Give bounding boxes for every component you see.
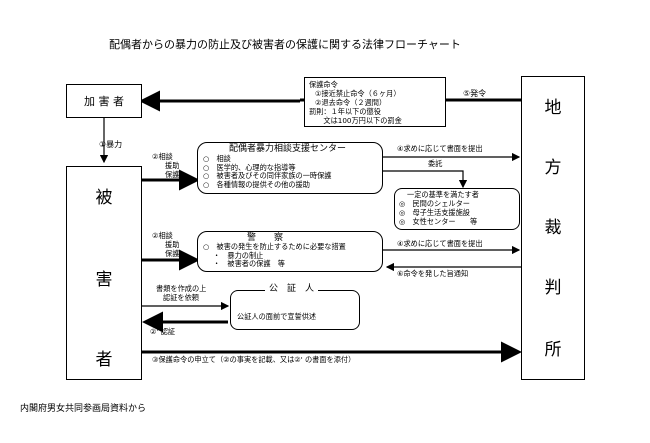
shelter-item-text: 民間のシェルター [412, 199, 470, 208]
shelter-box: 一定の基準を満たす者 ◎ 民間のシェルター ◎ 母子生活支援施設 ◎ 女性センタ… [394, 188, 520, 230]
entrust-arrow [383, 170, 468, 189]
protection-order-line: 罰則：１年以下の懲役 [309, 107, 381, 116]
police-consult-label: ②相談 [152, 231, 173, 240]
shelter-item-text: 女性センター 等 [412, 217, 478, 226]
support-center-item: ○ 医学的、心理的な指導等 [203, 162, 296, 172]
court-char: 裁 [544, 218, 562, 238]
notary-cert-label: ②' 認証 [150, 327, 176, 336]
protection-order-line: ①接近禁止命令（６ヶ月） [315, 89, 401, 98]
victim-char: 被 [95, 188, 113, 208]
victim-char: 者 [95, 350, 113, 370]
protection-order-line: 文は100万円以下の罰金 [309, 116, 402, 125]
police-item: ・ 暴力の制止 [213, 250, 264, 260]
shelter-item-text: 母子生活支援施設 [412, 208, 470, 217]
support-center-item: ○ 被害者及びその同伴家族の一時保護 [203, 171, 332, 180]
shelter-item: ◎ 母子生活支援施設 [399, 208, 470, 217]
support-center-item-text: 医学的、心理的な指導等 [216, 162, 296, 172]
protection-order-line: ②退去命令（２週間） [315, 98, 387, 107]
court-char: 方 [544, 158, 562, 178]
perpetrator-label: 加 害 者 [84, 95, 124, 108]
court-box: 地 方 裁 判 所 [521, 76, 585, 380]
petition-label: ③保護命令の申立て（②の事実を記載、又は②' の書面を添付） [152, 355, 356, 364]
support-center-item-text: 被害者及びその同伴家族の一時保護 [216, 171, 332, 180]
support-center-item: ○ 相談 [203, 154, 231, 163]
notary-request-label-1: 書類を作成の上 [156, 284, 207, 293]
center-assist-label: 援助 [165, 161, 180, 170]
support-center-item: ○ 各種情報の提供その他の援助 [203, 179, 310, 189]
court-char: 判 [544, 278, 562, 298]
notary-box: 公 証 人 公証人の面前で宣誓供述 [230, 284, 360, 330]
protection-order-box: 保護命令 ①接近禁止命令（６ヶ月） ②退去命令（２週間） 罰則：１年以下の懲役 … [304, 77, 446, 127]
issue-order-label: ⑤発令 [463, 89, 487, 99]
court-char: 地 [544, 98, 562, 118]
center-consult-label: ②相談 [152, 152, 173, 161]
center-protect-label: 保護 [165, 170, 180, 179]
perpetrator-box: 加 害 者 [66, 84, 142, 118]
notary-title: 公 証 人 [265, 284, 319, 295]
police-title: 警 察 [247, 233, 284, 243]
center-request-label: ④求めに応じて書面を提出 [397, 144, 483, 153]
shelter-item: ◎ 民間のシェルター [399, 199, 470, 208]
police-item: ○ 被害の発生を防止するために必要な措置 [203, 242, 346, 251]
police-item-text: 被害の発生を防止するために必要な措置 [216, 242, 346, 251]
shelter-title: 一定の基準を満たす者 [407, 190, 479, 199]
police-item: ・ 被害者の保護 等 [213, 259, 285, 268]
shelter-item: ◎ 女性センター 等 [399, 217, 478, 226]
police-assist-label: 援助 [165, 240, 180, 249]
support-center-item-text: 相談 [216, 154, 231, 163]
support-center-box: 配偶者暴力相談支援センター ○ 相談 ○ 医学的、心理的な指導等 ○ 被害者及び… [197, 142, 383, 194]
support-center-item-text: 各種情報の提供その他の援助 [216, 179, 310, 189]
police-notify-label: ⑥命令を発した旨通知 [397, 269, 469, 278]
protection-order-line: 保護命令 [309, 80, 338, 89]
violence-label: ①暴力 [99, 140, 123, 149]
support-center-title: 配偶者暴力相談支援センター [229, 144, 347, 154]
notary-body: 公証人の面前で宣誓供述 [237, 312, 317, 321]
court-char: 所 [544, 340, 562, 360]
victim-char: 害 [95, 270, 113, 290]
source-note: 内閣府男女共同参画局資料から [20, 404, 147, 414]
victim-box: 被 害 者 [66, 166, 142, 380]
police-protect-label: 保護 [165, 249, 180, 258]
police-box: 警 察 ○ 被害の発生を防止するために必要な措置 ・ 暴力の制止 ・ 被害者の保… [197, 231, 383, 272]
police-request-label: ④求めに応じて書面を提出 [397, 239, 483, 248]
entrust-label: 委託 [428, 159, 443, 168]
notary-request-label-2: 認証を依頼 [163, 293, 199, 302]
page-title: 配偶者からの暴力の防止及び被害者の保護に関する法律フローチャート [109, 38, 461, 51]
